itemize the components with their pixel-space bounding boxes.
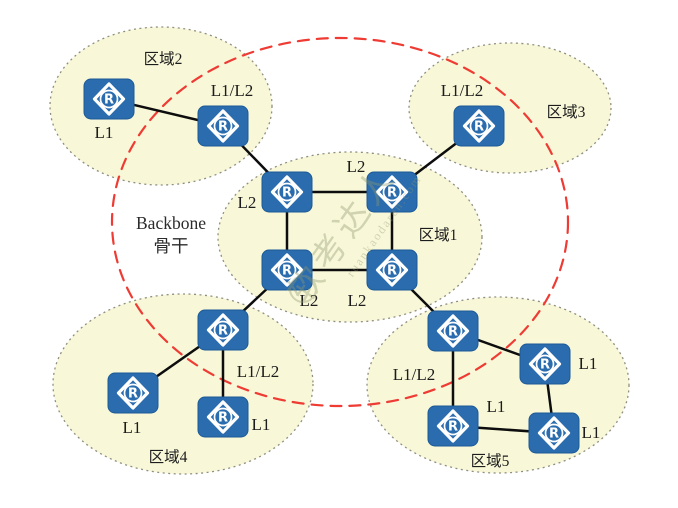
router-r-circle (535, 354, 555, 374)
router-diamond (92, 82, 126, 116)
level-label-r1-botright: L2 (348, 291, 367, 310)
backbone-label-en: Backbone (136, 213, 206, 233)
router-r-circle (382, 260, 402, 280)
router-diamond (270, 253, 304, 287)
router-box (528, 412, 580, 454)
router-box (453, 105, 505, 147)
router-diamond (270, 175, 304, 209)
router-r-glyph: R (549, 427, 559, 442)
area-ellipse-area4 (52, 293, 314, 475)
router-diamond (206, 313, 240, 347)
router-r-glyph: R (387, 264, 397, 279)
router-r-circle (277, 182, 297, 202)
router-diamond (206, 400, 240, 434)
router-r-glyph: R (128, 387, 138, 402)
area-name-area5: 区域5 (471, 452, 510, 470)
router-icon-r1-topleft: R (261, 171, 313, 213)
router-box (107, 372, 159, 414)
router-r-circle (443, 321, 463, 341)
level-label-r5-botleft: L1 (487, 397, 506, 416)
router-r-glyph: R (387, 186, 397, 201)
router-diamond (462, 109, 496, 143)
router-diamond (116, 376, 150, 410)
router-r-circle (277, 260, 297, 280)
router-icon-r5-topleft: R (427, 310, 479, 352)
router-r-circle (443, 416, 463, 436)
level-label-r5-topleft: L1/L2 (393, 365, 436, 384)
router-diamond (537, 416, 571, 450)
level-label-r4-left: L1 (123, 418, 142, 437)
watermark-logo-circle (289, 275, 317, 303)
routers-layer: R R R R R R R R R R R R R R (83, 78, 580, 454)
router-box (261, 249, 313, 291)
router-icon-r4-top: R (197, 309, 249, 351)
area-name-area1: 区域1 (419, 226, 458, 244)
router-icon-r2-left: R (83, 78, 135, 120)
router-icon-r1-botleft: R (261, 249, 313, 291)
router-r-circle (123, 383, 143, 403)
router-diamond (206, 109, 240, 143)
router-diamond (375, 253, 409, 287)
level-label-r5-botright: L1 (582, 423, 601, 442)
level-label-r4-top: L1/L2 (237, 362, 280, 381)
level-label-r4-bottom: L1 (252, 415, 271, 434)
area-name-area2: 区域2 (144, 50, 183, 68)
router-diamond (436, 409, 470, 443)
router-diamond (375, 175, 409, 209)
backbone-dashed-ring (110, 36, 570, 408)
router-box (427, 310, 479, 352)
router-r-circle (213, 407, 233, 427)
router-r-circle (469, 116, 489, 136)
router-icon-r5-topright: R (519, 343, 571, 385)
router-r-glyph: R (282, 264, 292, 279)
router-box (83, 78, 135, 120)
level-label-r5-topright: L1 (579, 354, 598, 373)
router-icon-r4-left: R (107, 372, 159, 414)
router-icon-r3-main: R (453, 105, 505, 147)
router-box (427, 405, 479, 447)
router-r-circle (213, 116, 233, 136)
router-r-glyph: R (474, 120, 484, 135)
router-r-glyph: R (218, 411, 228, 426)
router-r-glyph: R (218, 120, 228, 135)
router-icon-r5-botright: R (528, 412, 580, 454)
router-r-glyph: R (282, 186, 292, 201)
router-box (519, 343, 571, 385)
router-box (197, 396, 249, 438)
router-r-glyph: R (218, 324, 228, 339)
router-icon-r1-topright: R (366, 171, 418, 213)
router-box (197, 309, 249, 351)
router-icon-r4-bottom: R (197, 396, 249, 438)
router-icon-r1-botright: R (366, 249, 418, 291)
router-r-circle (99, 89, 119, 109)
router-r-glyph: R (540, 358, 550, 373)
router-box (197, 105, 249, 147)
level-label-r1-topleft: L2 (238, 193, 257, 212)
level-label-r1-topright: L2 (347, 157, 366, 176)
level-label-r3-main: L1/L2 (441, 81, 484, 100)
router-r-glyph: R (104, 93, 114, 108)
router-r-glyph: R (448, 325, 458, 340)
router-icon-r5-botleft: R (427, 405, 479, 447)
backbone-label: Backbone 骨干 (136, 213, 206, 256)
level-label-r1-botleft: L2 (300, 291, 319, 310)
area-name-area3: 区域3 (547, 103, 586, 121)
router-diamond (436, 314, 470, 348)
router-box (366, 171, 418, 213)
area-ellipse-area5 (366, 296, 630, 474)
backbone-label-zh: 骨干 (154, 236, 189, 256)
router-r-circle (213, 320, 233, 340)
router-r-circle (544, 423, 564, 443)
level-label-r2-left: L1 (95, 123, 114, 142)
router-r-circle (382, 182, 402, 202)
router-box (261, 171, 313, 213)
router-diamond (528, 347, 562, 381)
router-icon-r2-right: R (197, 105, 249, 147)
area-name-area4: 区域4 (149, 448, 188, 466)
router-box (366, 249, 418, 291)
router-r-glyph: R (448, 420, 458, 435)
level-label-r2-right: L1/L2 (211, 81, 254, 100)
